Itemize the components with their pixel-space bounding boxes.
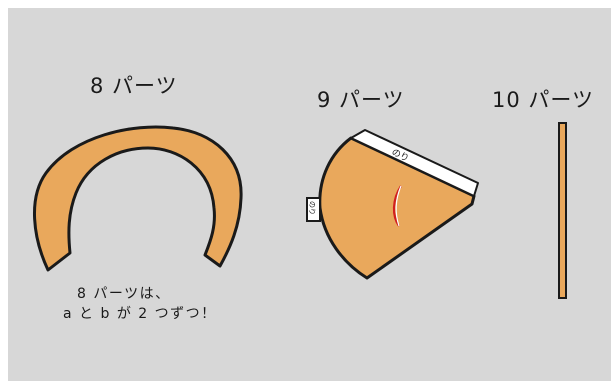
part-8-arch-shape bbox=[32, 125, 243, 272]
part-9-glue-strip bbox=[350, 129, 479, 197]
part-10-title: 10 パーツ bbox=[492, 88, 594, 112]
diagram-panel: 8 パーツ 9 パーツ 10 パーツ のり のり 8 パーツは、 a と b が… bbox=[8, 8, 611, 381]
part-10-strip bbox=[558, 122, 567, 299]
part-9-title: 9 パーツ bbox=[317, 88, 405, 112]
side-tab-label: のり bbox=[308, 201, 316, 215]
note-line-1: 8 パーツは、 bbox=[77, 286, 171, 302]
note-line-2: a と b が 2 つずつ！ bbox=[63, 306, 217, 322]
part-9-side-tab bbox=[306, 197, 321, 222]
part-8-title: 8 パーツ bbox=[90, 74, 178, 98]
parts-drawing: のり のり bbox=[32, 122, 567, 299]
